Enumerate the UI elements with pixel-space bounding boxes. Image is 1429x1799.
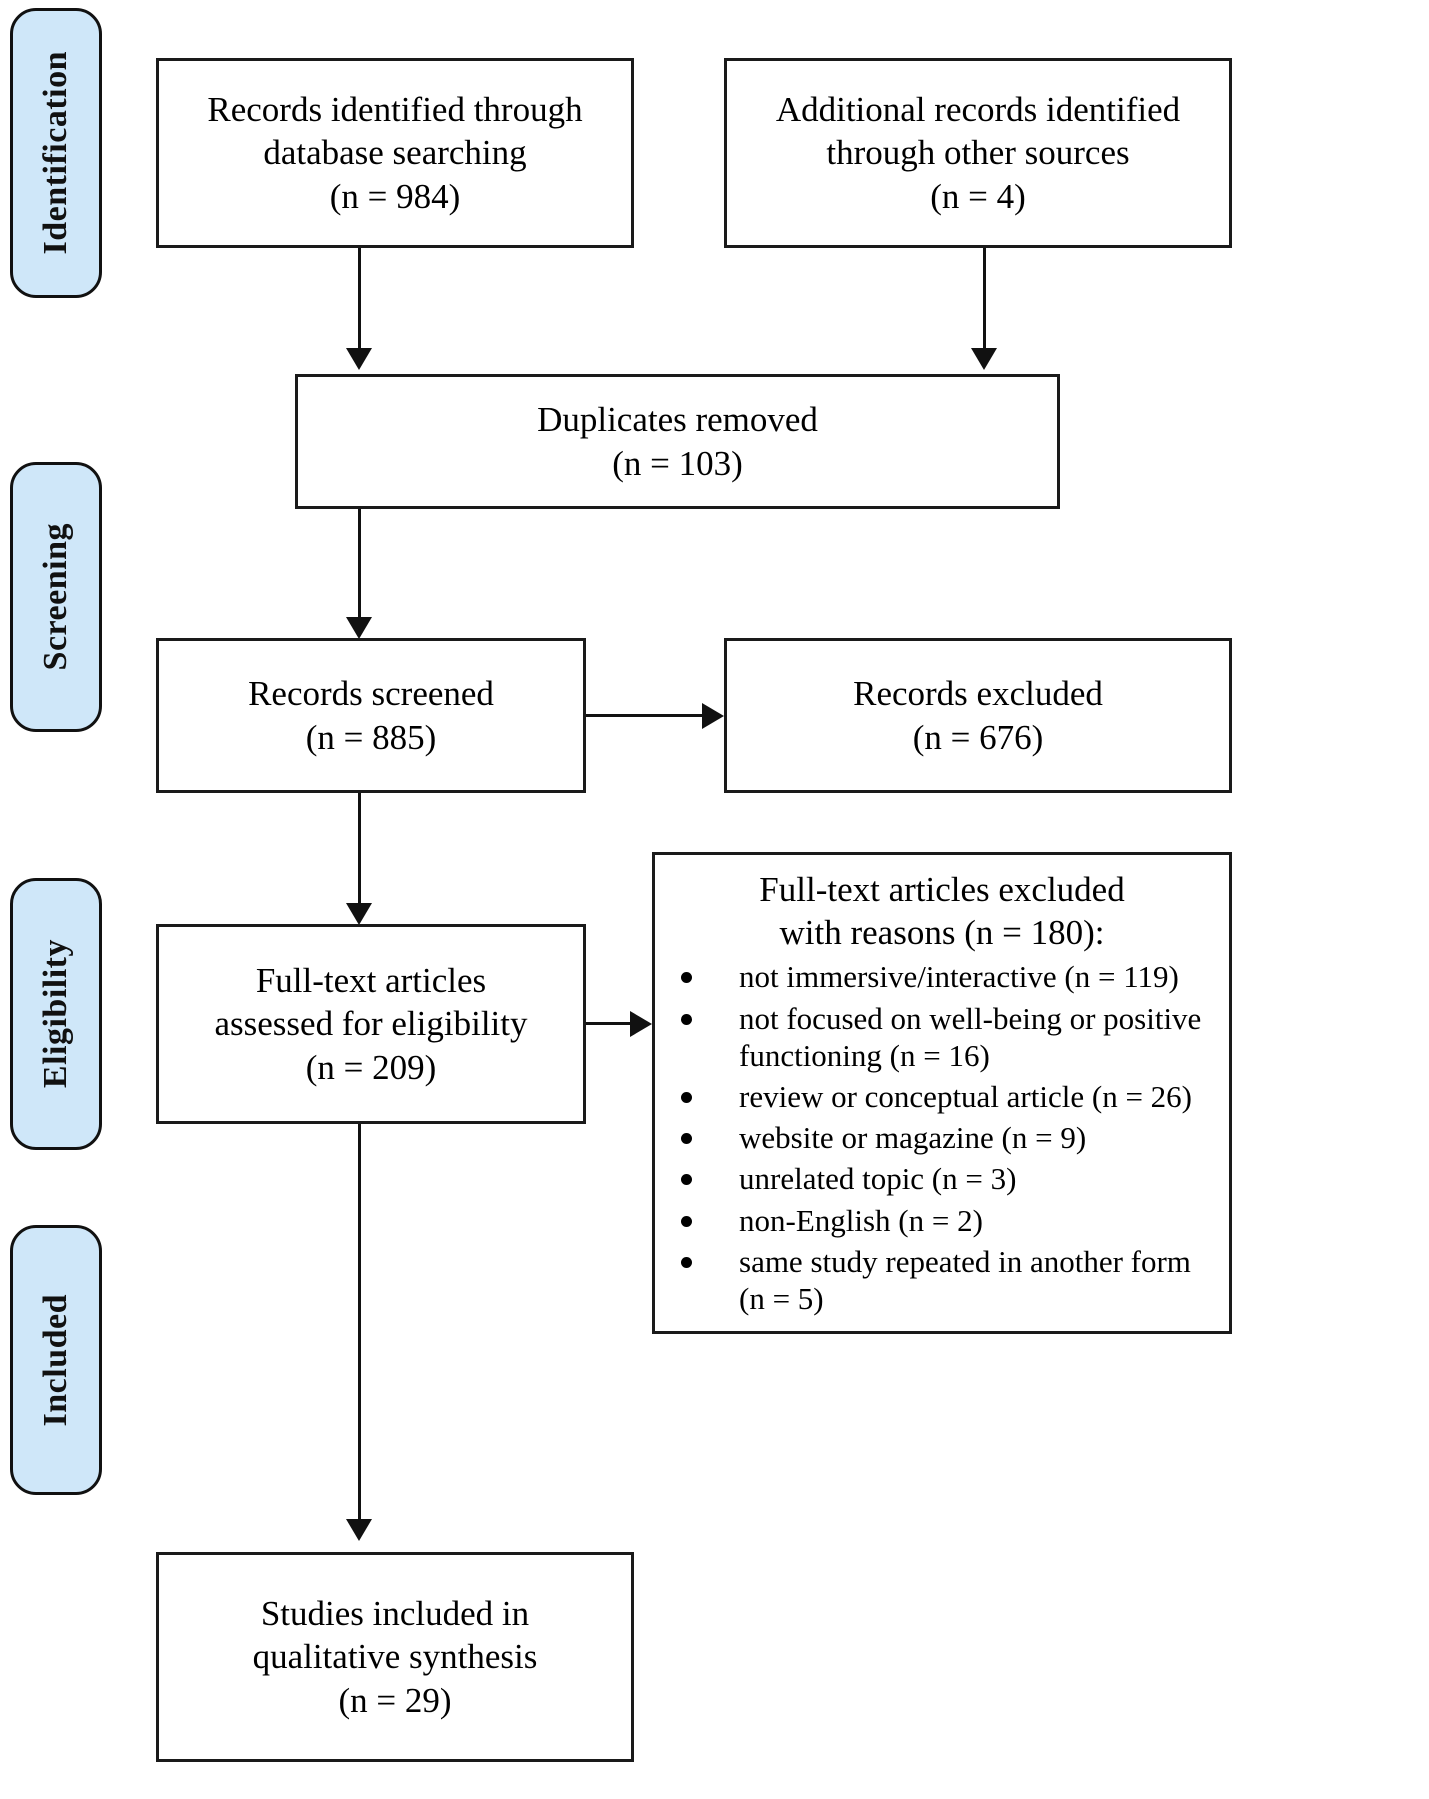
exclusions-title: Full-text articles excluded with reasons… [759, 870, 1125, 952]
stage-label-identification: Identification [10, 8, 102, 298]
list-item: unrelated topic (n = 3) [669, 1160, 1215, 1197]
box-records-screened-text: Records screened (n = 885) [248, 674, 494, 757]
arrowhead-screened-to-excluded [702, 703, 724, 729]
connector-duplicates-to-screened [358, 509, 361, 617]
arrowhead-screened-to-fulltext [346, 903, 372, 925]
list-item: same study repeated in another form (n =… [669, 1243, 1215, 1317]
bullet-icon [681, 1256, 692, 1268]
arrowhead-duplicates-to-screened [346, 617, 372, 639]
box-studies-included-text: Studies included in qualitative synthesi… [252, 1593, 538, 1720]
bullet-icon [681, 972, 692, 984]
stage-label-included-text: Included [37, 1293, 74, 1427]
list-item: not focused on well-being or positive fu… [669, 1000, 1215, 1074]
exclusion-reasons-list: not immersive/interactive (n = 119) not … [669, 958, 1215, 1317]
connector-screened-to-excluded [586, 714, 704, 717]
box-records-identified: Records identified through database sear… [156, 58, 634, 248]
bullet-icon [681, 1013, 692, 1025]
exclusion-reason-label: review or conceptual article (n = 26) [739, 1078, 1192, 1114]
arrowhead-fulltext-to-exclusions [630, 1011, 652, 1037]
connector-additional-to-duplicates [983, 248, 986, 348]
list-item: website or magazine (n = 9) [669, 1119, 1215, 1156]
exclusion-reason-label: same study repeated in another form (n =… [739, 1243, 1191, 1316]
arrowhead-fulltext-to-included [346, 1519, 372, 1541]
list-item: review or conceptual article (n = 26) [669, 1078, 1215, 1115]
exclusion-reason-label: website or magazine (n = 9) [739, 1120, 1087, 1156]
box-records-screened: Records screened (n = 885) [156, 638, 586, 793]
box-fulltext-excluded-reasons: Full-text articles excluded with reasons… [652, 852, 1232, 1334]
box-studies-included: Studies included in qualitative synthesi… [156, 1552, 634, 1762]
connector-fulltext-to-included [358, 1124, 361, 1519]
bullet-icon [681, 1174, 692, 1186]
box-fulltext-assessed-text: Full-text articles assessed for eligibil… [214, 960, 528, 1087]
arrowhead-identified-to-duplicates [346, 348, 372, 370]
box-duplicates-removed-text: Duplicates removed (n = 103) [537, 400, 818, 483]
box-records-identified-text: Records identified through database sear… [207, 89, 583, 216]
connector-screened-to-fulltext [358, 793, 361, 903]
exclusion-reason-label: not immersive/interactive (n = 119) [739, 959, 1179, 995]
exclusion-reason-label: not focused on well-being or positive fu… [739, 1000, 1202, 1073]
bullet-icon [681, 1215, 692, 1227]
box-records-excluded-text: Records excluded (n = 676) [853, 674, 1103, 757]
box-duplicates-removed: Duplicates removed (n = 103) [295, 374, 1060, 509]
stage-label-eligibility: Eligibility [10, 878, 102, 1150]
stage-label-screening-text: Screening [37, 523, 74, 671]
arrowhead-additional-to-duplicates [971, 348, 997, 370]
box-fulltext-assessed: Full-text articles assessed for eligibil… [156, 924, 586, 1124]
list-item: not immersive/interactive (n = 119) [669, 958, 1215, 995]
exclusion-reason-label: non-English (n = 2) [739, 1202, 983, 1238]
stage-label-included: Included [10, 1225, 102, 1495]
connector-identified-to-duplicates [358, 248, 361, 348]
bullet-icon [681, 1133, 692, 1145]
exclusion-reason-label: unrelated topic (n = 3) [739, 1161, 1017, 1197]
list-item: non-English (n = 2) [669, 1202, 1215, 1239]
box-additional-records: Additional records identified through ot… [724, 58, 1232, 248]
box-additional-records-text: Additional records identified through ot… [775, 89, 1181, 216]
stage-label-screening: Screening [10, 462, 102, 732]
bullet-icon [681, 1091, 692, 1103]
box-records-excluded: Records excluded (n = 676) [724, 638, 1232, 793]
connector-fulltext-to-exclusions [586, 1022, 634, 1025]
stage-label-eligibility-text: Eligibility [37, 939, 74, 1089]
stage-label-identification-text: Identification [37, 51, 74, 255]
